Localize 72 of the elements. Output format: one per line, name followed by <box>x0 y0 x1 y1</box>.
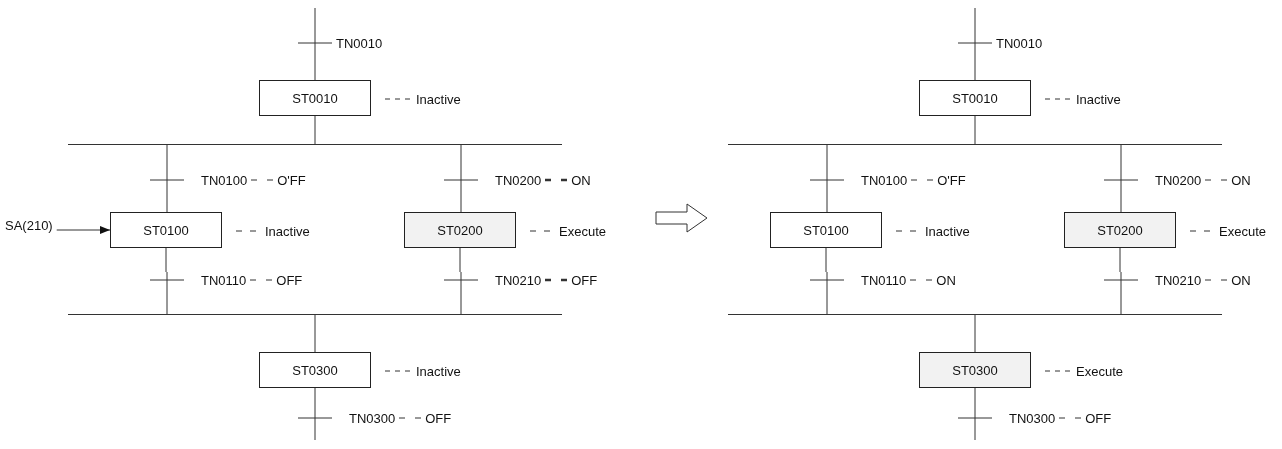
transition-label: TN0100 <box>201 172 248 188</box>
status-label: Inactive <box>416 363 461 379</box>
connector-line <box>165 247 167 273</box>
transition-label: TN0010 <box>336 35 383 51</box>
connector-line <box>166 144 168 173</box>
connector-line <box>974 425 976 441</box>
connector-line <box>974 7 976 36</box>
transition-label: TN0210 <box>495 272 542 288</box>
arrow <box>56 226 111 234</box>
connector-line <box>166 187 168 213</box>
transition-label: TN0300 <box>1009 410 1056 426</box>
status-label: Execute <box>1219 223 1266 239</box>
connector-line <box>314 7 316 36</box>
transition-label: TN0210 <box>1155 272 1202 288</box>
connector-line <box>314 387 316 411</box>
step-box: ST0010 <box>259 80 371 116</box>
status-label: Execute <box>1076 363 1123 379</box>
step-box: ST0010 <box>919 80 1031 116</box>
status-label: ON <box>571 172 591 188</box>
connector-line <box>974 115 976 145</box>
connector-line <box>460 144 462 173</box>
connector-line <box>1120 144 1122 173</box>
status-label: ON <box>936 272 956 288</box>
connector-line <box>460 287 462 315</box>
connector-line <box>460 187 462 213</box>
status-label: O'FF <box>277 172 306 188</box>
transition-label: TN0110 <box>201 272 247 288</box>
step-box: ST0300 <box>919 352 1031 388</box>
connector-line <box>314 425 316 441</box>
status-label: OFF <box>276 272 303 288</box>
transition-label: TN0100 <box>861 172 908 188</box>
connector-line <box>314 115 316 145</box>
step-box: ST0300 <box>259 352 371 388</box>
transition-label: TN0010 <box>996 35 1043 51</box>
status-label: OFF <box>1085 410 1112 426</box>
connector-line <box>314 50 316 81</box>
step-box: ST0100 <box>110 212 222 248</box>
status-label: ON <box>1231 272 1251 288</box>
status-label: ON <box>1231 172 1251 188</box>
connector-line <box>974 314 976 353</box>
connector-line <box>314 314 316 353</box>
branch-line <box>68 314 562 315</box>
step-box: ST0100 <box>770 212 882 248</box>
status-label: Inactive <box>265 223 310 239</box>
status-label: OFF <box>571 272 598 288</box>
connector-line <box>826 187 828 213</box>
transition-label: TN0200 <box>1155 172 1202 188</box>
status-label: Inactive <box>925 223 970 239</box>
branch-line <box>68 144 562 145</box>
transition-label: TN0110 <box>861 272 907 288</box>
step-box: ST0200 <box>404 212 516 248</box>
connector-line <box>459 247 461 273</box>
status-label: Inactive <box>416 91 461 107</box>
status-label: O'FF <box>937 172 966 188</box>
connector-line <box>1120 187 1122 213</box>
status-label: Inactive <box>1076 91 1121 107</box>
connector-line <box>974 387 976 411</box>
transition-label: TN0300 <box>349 410 396 426</box>
transition-label: TN0200 <box>495 172 542 188</box>
connector-line <box>1120 287 1122 315</box>
connector-line <box>1119 247 1121 273</box>
signal-label: SA(210) <box>5 218 53 233</box>
branch-line <box>728 144 1222 145</box>
connector-line <box>826 287 828 315</box>
connector-line <box>974 50 976 81</box>
connector-line <box>166 287 168 315</box>
branch-line <box>728 314 1222 315</box>
status-label: Execute <box>559 223 606 239</box>
status-label: OFF <box>425 410 452 426</box>
step-box: ST0200 <box>1064 212 1176 248</box>
connector-line <box>826 144 828 173</box>
connector-line <box>825 247 827 273</box>
